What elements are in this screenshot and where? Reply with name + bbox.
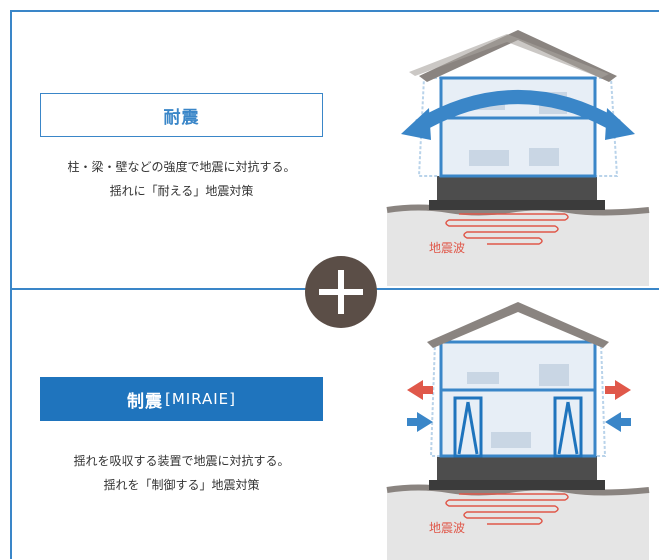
seishin-desc-line2: 揺れを「制御する」地震対策 bbox=[103, 478, 260, 492]
quake-wave bbox=[445, 493, 569, 525]
frame-top-line bbox=[10, 10, 659, 12]
taishin-desc-line2: 揺れに「耐える」地震対策 bbox=[109, 184, 254, 198]
taishin-panel: 耐震 柱・梁・壁などの強度で地震に対抗する。 揺れに「耐える」地震対策 地震波 bbox=[40, 30, 650, 286]
damper-left bbox=[453, 396, 483, 458]
seishin-description: 揺れを吸収する装置で地震に対抗する。 揺れを「制御する」地震対策 bbox=[40, 449, 323, 497]
taishin-label-text: 耐震 bbox=[163, 107, 200, 128]
furniture-bed bbox=[467, 372, 499, 384]
sway-arrow-right-head bbox=[605, 108, 635, 140]
taishin-house-illustration: 地震波 bbox=[386, 30, 650, 286]
force-arrow-icon-left-out bbox=[407, 380, 433, 400]
seishin-label-main: 制震 bbox=[126, 391, 163, 412]
ground-block bbox=[387, 490, 649, 560]
furniture-shelf bbox=[539, 364, 569, 386]
furniture-table bbox=[529, 148, 559, 166]
seishin-label: 制震 [MIRAIE] bbox=[40, 377, 323, 421]
quake-wave-label: 地震波 bbox=[429, 241, 465, 255]
roof bbox=[419, 30, 617, 82]
damper-right bbox=[553, 396, 583, 458]
force-arrow-icon-left-in bbox=[407, 412, 433, 432]
seishin-panel: 制震 [MIRAIE] 揺れを吸収する装置で地震に対抗する。 揺れを「制御する」… bbox=[0, 290, 659, 560]
foundation-base bbox=[429, 200, 605, 210]
quake-wave bbox=[445, 213, 569, 245]
furniture-sofa bbox=[491, 432, 531, 448]
taishin-description: 柱・梁・壁などの強度で地震に対抗する。 揺れに「耐える」地震対策 bbox=[40, 155, 323, 203]
plus-icon bbox=[305, 256, 377, 328]
force-arrow-icon-right-out bbox=[605, 380, 631, 400]
foundation bbox=[437, 456, 597, 482]
taishin-desc-line1: 柱・梁・壁などの強度で地震に対抗する。 bbox=[67, 160, 296, 174]
roof bbox=[427, 302, 609, 348]
ghost-wall bbox=[417, 77, 619, 177]
foundation bbox=[437, 176, 597, 202]
ground-block bbox=[387, 210, 649, 286]
sway-arrow-icon bbox=[415, 90, 621, 133]
furniture-sofa bbox=[469, 150, 509, 166]
frame-left-line bbox=[10, 10, 12, 559]
foundation-base bbox=[429, 480, 605, 490]
seishin-label-sub: [MIRAIE] bbox=[164, 390, 237, 408]
quake-wave-label: 地震波 bbox=[429, 521, 465, 535]
taishin-label: 耐震 bbox=[40, 93, 323, 137]
seishin-house-illustration: 地震波 bbox=[386, 302, 650, 560]
sway-arrow-left-head bbox=[401, 108, 431, 140]
seishin-desc-line1: 揺れを吸収する装置で地震に対抗する。 bbox=[73, 454, 290, 468]
force-arrow-icon-right-in bbox=[605, 412, 631, 432]
